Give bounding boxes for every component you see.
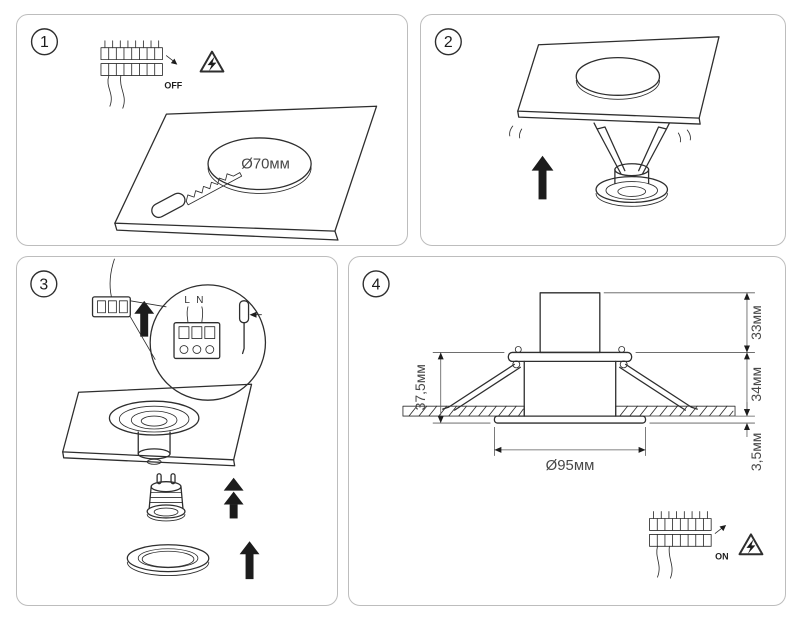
ceiling-panel bbox=[114, 105, 378, 241]
terminal-block-diagram: ON bbox=[649, 511, 729, 579]
step-2-illustration: 2 bbox=[434, 28, 720, 207]
motion-marks bbox=[509, 125, 691, 143]
up-arrow-icon bbox=[239, 541, 260, 580]
step-2-panel: 2 bbox=[420, 14, 786, 246]
wire-arrow-icon bbox=[165, 55, 178, 65]
cutout-hole bbox=[207, 137, 312, 194]
left-arrow-icon bbox=[249, 311, 262, 318]
step-3-panel: 3 L N bbox=[16, 256, 338, 606]
step-1-panel: 1 OFF bbox=[16, 14, 408, 246]
step-number-badge: 3 bbox=[30, 270, 58, 298]
dim-total-height-label: 37,5мм bbox=[412, 364, 428, 410]
dim-top-height-label: 33мм bbox=[748, 305, 764, 340]
wire-arrow-icon bbox=[714, 524, 727, 534]
step-3-illustration: 3 L N bbox=[30, 258, 267, 580]
fixture-ring bbox=[595, 175, 669, 204]
step-4-illustration: 4 bbox=[362, 270, 764, 579]
lamp-socket bbox=[146, 458, 162, 465]
fixture-body bbox=[614, 163, 650, 177]
lamp-housing bbox=[539, 292, 601, 354]
step-number-badge: 4 bbox=[362, 270, 390, 298]
dimension-line-trim-height: 3,5мм bbox=[649, 402, 764, 471]
terminal-marking-label: L N bbox=[184, 295, 205, 306]
power-state-label: ON bbox=[715, 551, 728, 561]
ceiling-panel bbox=[509, 36, 720, 143]
installed-fixture bbox=[108, 400, 200, 465]
electrical-hazard-icon bbox=[199, 50, 225, 73]
step-number-badge: 2 bbox=[434, 28, 462, 56]
cutout-hole bbox=[575, 56, 661, 100]
up-arrow-icon bbox=[134, 300, 155, 337]
wire-connector bbox=[91, 296, 131, 318]
dim-trim-height-label: 3,5мм bbox=[748, 433, 764, 471]
mounting-flange bbox=[507, 351, 633, 363]
mains-cable bbox=[109, 258, 115, 298]
trim-flange bbox=[493, 415, 647, 424]
screwdriver-icon bbox=[238, 300, 250, 355]
magnified-wiring-view: L N bbox=[129, 284, 267, 401]
trim-ring bbox=[126, 544, 210, 576]
supply-wires bbox=[656, 545, 673, 579]
dim-trim-diameter-label: Ø95мм bbox=[546, 458, 595, 474]
downlight-fixture bbox=[593, 122, 671, 207]
ceiling-panel bbox=[62, 383, 253, 467]
magnifier-circle bbox=[149, 284, 267, 401]
dimension-line-top-height: 33мм bbox=[603, 292, 764, 353]
drywall-saw-icon bbox=[151, 172, 243, 219]
double-up-arrow-icon bbox=[223, 477, 244, 519]
step-number-badge: 1 bbox=[30, 28, 59, 56]
spring-clips bbox=[442, 360, 698, 411]
recessed-can bbox=[523, 360, 617, 417]
terminal-connector bbox=[173, 322, 221, 360]
step-1-illustration: 1 OFF bbox=[30, 28, 378, 241]
dimension-line-trim-diameter: Ø95мм bbox=[494, 427, 646, 474]
dimension-line-total-height: 37,5мм bbox=[412, 352, 505, 424]
dim-recess-height-label: 34мм bbox=[748, 367, 764, 402]
step-4-panel: 4 bbox=[348, 256, 786, 606]
hole-diameter-label: Ø70мм bbox=[241, 157, 290, 173]
step-number: 3 bbox=[39, 276, 48, 293]
electrical-hazard-icon bbox=[738, 533, 764, 556]
ceiling-cross-section bbox=[402, 405, 736, 417]
step-number: 2 bbox=[444, 34, 453, 51]
wire-stubs bbox=[104, 40, 160, 49]
terminal-block-diagram: OFF bbox=[100, 40, 183, 109]
gu10-lamp bbox=[146, 473, 186, 522]
wire-stubs bbox=[653, 511, 708, 519]
step-number: 4 bbox=[372, 276, 381, 293]
terminal-wires bbox=[186, 306, 204, 324]
power-state-label: OFF bbox=[164, 80, 182, 90]
cross-section bbox=[402, 292, 736, 424]
supply-wires bbox=[107, 75, 125, 109]
up-arrow-icon bbox=[531, 155, 554, 200]
step-number: 1 bbox=[40, 34, 49, 51]
spring-clips bbox=[593, 122, 671, 175]
